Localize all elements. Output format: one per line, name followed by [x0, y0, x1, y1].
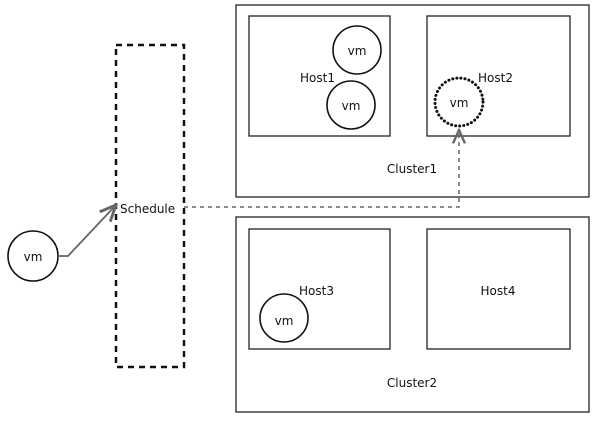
host-4-label: Host4 — [481, 284, 516, 298]
scheduler-label: Schedule — [120, 202, 175, 216]
host-1-vm-b-label: vm — [342, 99, 361, 113]
cluster-1-label: Cluster1 — [387, 162, 437, 176]
arrow-vm-to-scheduler — [58, 205, 116, 257]
host-1-vm-a-circle — [332, 25, 382, 75]
host-2-box — [426, 15, 571, 137]
host-1-box — [248, 15, 391, 137]
host-1-vm-b-circle — [326, 80, 376, 130]
host-3-vm-label: vm — [275, 314, 294, 328]
host-4-box — [426, 228, 571, 350]
host-1-label: Host1 — [300, 71, 335, 85]
arrow-scheduler-to-host-2 — [184, 130, 459, 208]
host-3-label: Host3 — [299, 284, 334, 298]
cluster-1-box — [235, 4, 590, 198]
incoming-vm-label: vm — [24, 250, 43, 264]
host-1-vm-a-label: vm — [348, 44, 367, 58]
host-3-vm-circle — [259, 293, 309, 343]
host-2-pending-vm-circle — [433, 76, 485, 128]
host-2-label: Host2 — [478, 71, 513, 85]
cluster-2-box — [235, 216, 590, 413]
cluster-2-label: Cluster2 — [387, 376, 437, 390]
host-3-box — [248, 228, 391, 350]
host-2-pending-vm-label: vm — [450, 96, 469, 110]
